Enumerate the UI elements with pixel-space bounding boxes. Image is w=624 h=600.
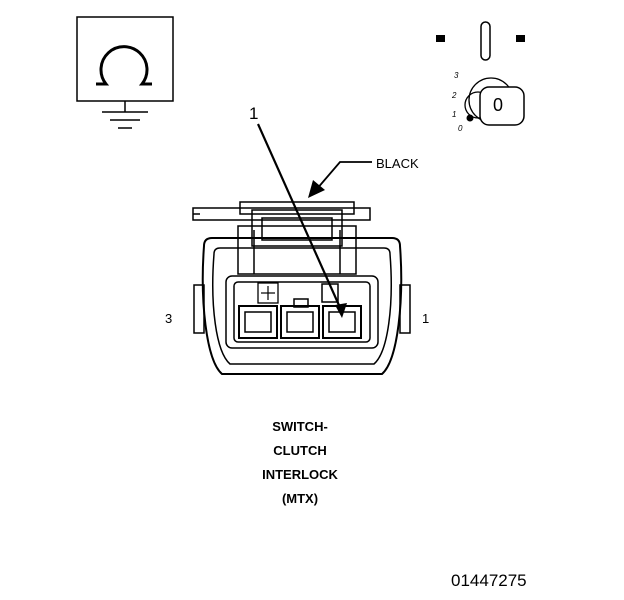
ignition-key-icon: [436, 21, 525, 126]
callout-leaders: [256, 123, 372, 318]
ignition-position-1: 1: [452, 110, 457, 119]
title-line: SWITCH-: [272, 419, 328, 434]
figure-id: 01447275: [451, 571, 527, 590]
connector-body: [192, 201, 411, 375]
ignition-position-0: 0: [458, 124, 463, 133]
ignition-position-2: 2: [452, 91, 457, 100]
callout-number: 1: [249, 104, 259, 123]
key-position-label: 0: [493, 95, 504, 115]
title-line: INTERLOCK: [262, 467, 338, 482]
title-line: (MTX): [281, 491, 319, 506]
ohmmeter-ground-icon: [76, 16, 174, 129]
connector-color-label: BLACK: [376, 156, 419, 171]
ignition-position-3: 3: [454, 71, 459, 80]
pin-number-left: 3: [165, 311, 173, 326]
connector-title: SWITCH- CLUTCH INTERLOCK (MTX): [200, 415, 400, 511]
pin-number-right: 1: [422, 311, 430, 326]
title-line: CLUTCH: [273, 443, 327, 458]
